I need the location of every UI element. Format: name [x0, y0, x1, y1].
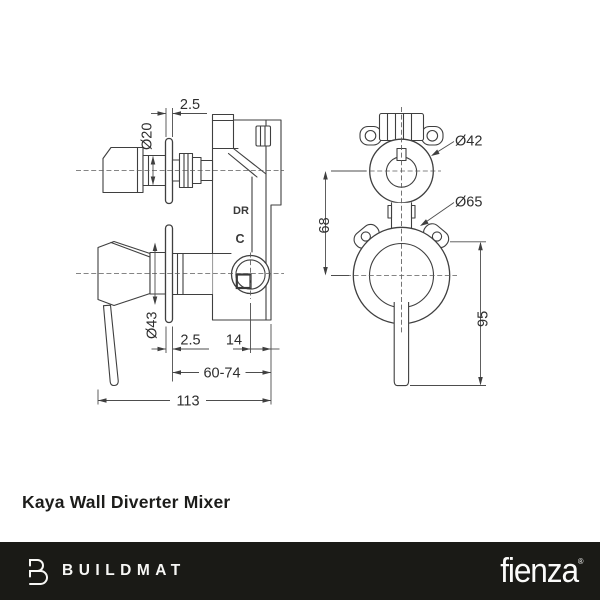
dim-lever-reach: 95: [476, 311, 492, 327]
product-title: Kaya Wall Diverter Mixer: [22, 492, 231, 512]
dim-install-depth: 60-74: [203, 366, 240, 382]
fienza-wordmark: fienza: [499, 551, 579, 590]
registered-mark: ®: [577, 556, 583, 566]
footer-bar: BUILDMAT fienza®: [0, 542, 600, 600]
fienza-logo: fienza®: [500, 552, 583, 591]
side-label-dr: DR: [233, 205, 249, 217]
front-view: [346, 107, 457, 387]
dim-handle-diameter: Ø43: [145, 312, 161, 339]
technical-drawing: DR C 2.5 Ø20 Ø43: [76, 97, 492, 410]
side-view: DR C: [76, 113, 284, 387]
dim-bottom-flange: 2.5: [180, 333, 200, 349]
side-label-c: C: [236, 232, 245, 246]
dim-outlet-offset: 14: [226, 333, 242, 349]
dim-port-centres: 68: [317, 217, 333, 233]
dim-pipe-diameter: Ø20: [140, 123, 156, 150]
side-view-dimensions: 2.5 Ø20 Ø43 2.5 14: [97, 97, 280, 410]
front-view-dimensions: 68 95 Ø42 Ø65: [317, 134, 492, 386]
dim-upper-escutcheon: Ø42: [455, 134, 482, 150]
buildmat-wordmark: BUILDMAT: [62, 562, 186, 579]
buildmat-icon: [29, 559, 48, 585]
buildmat-logo: BUILDMAT: [23, 555, 186, 587]
dim-top-flange: 2.5: [180, 97, 200, 113]
dim-overall-depth: 113: [176, 394, 199, 410]
dim-lower-escutcheon: Ø65: [455, 195, 482, 211]
